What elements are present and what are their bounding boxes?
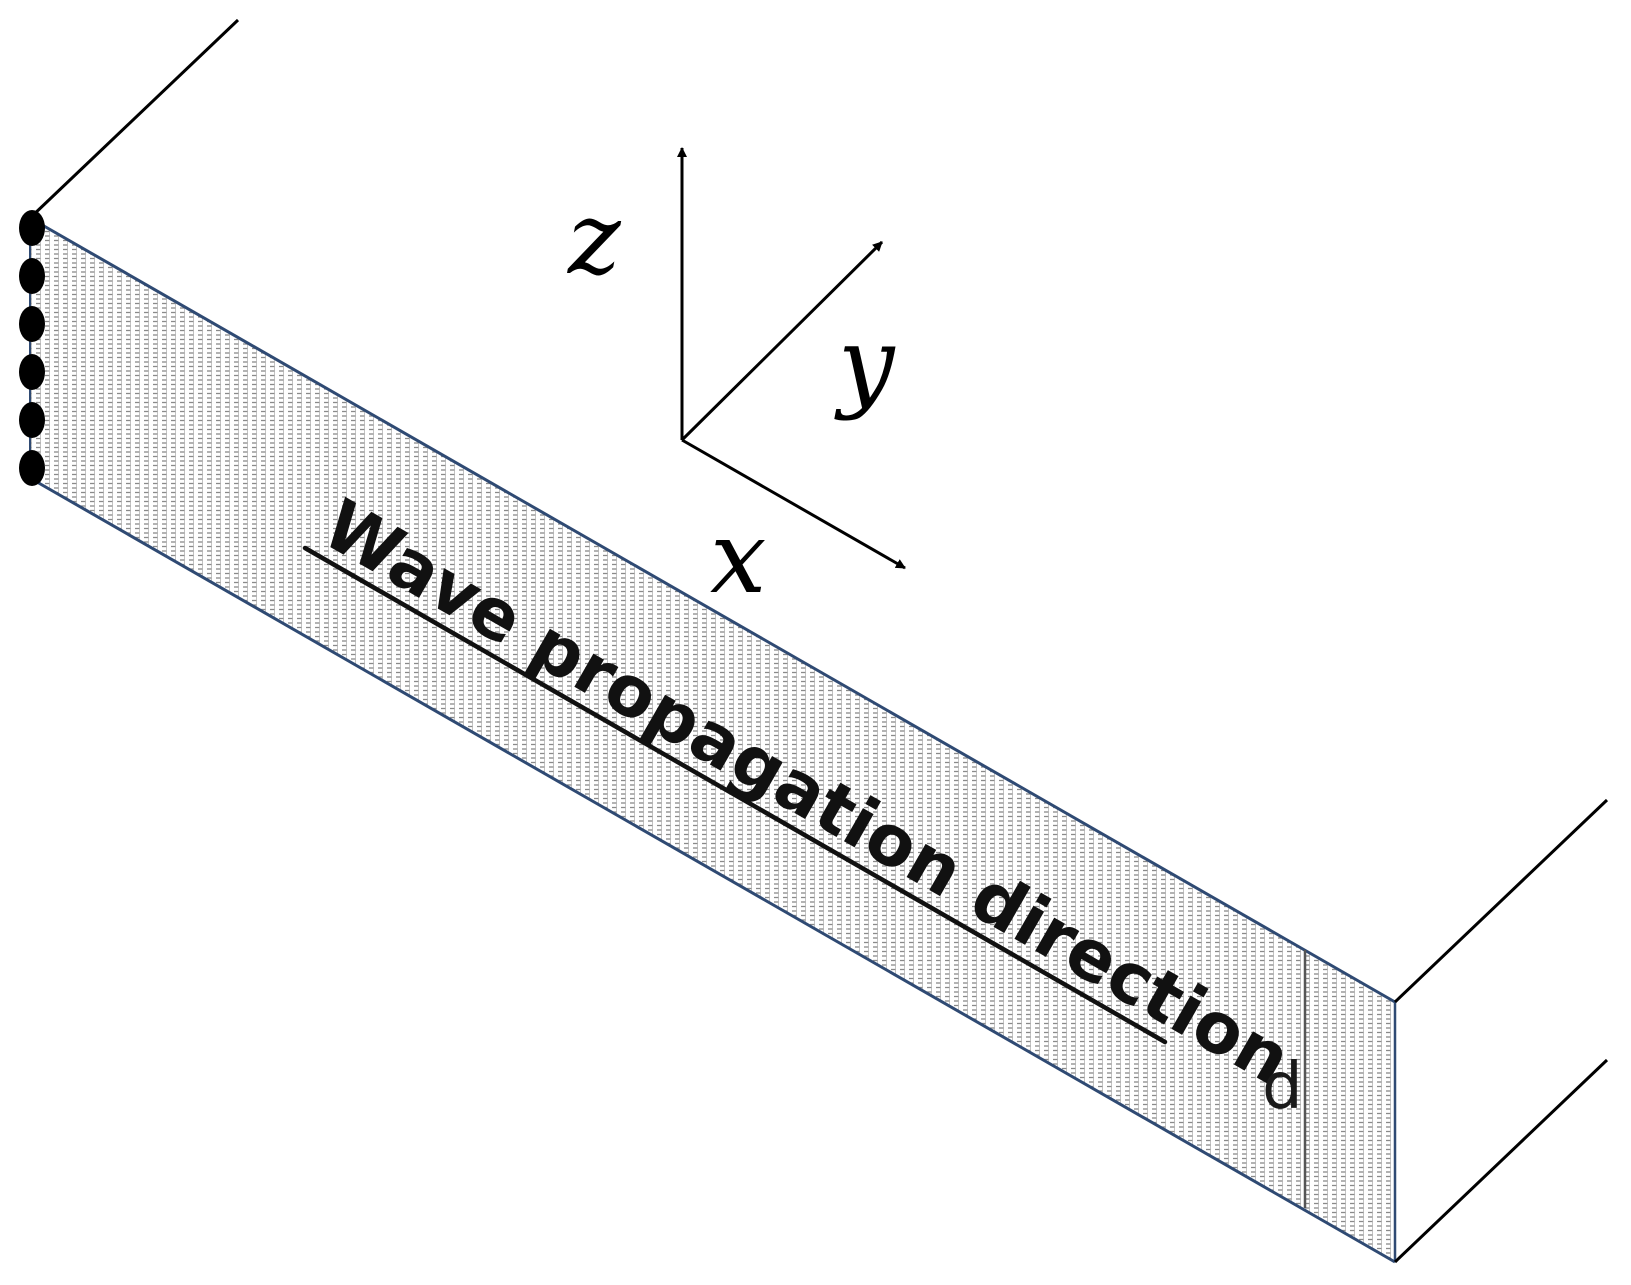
exciter-dot — [19, 354, 45, 390]
axis-y-label: y — [834, 305, 896, 422]
exciter-dot — [19, 210, 45, 246]
y-axis-arrow — [680, 240, 884, 442]
exciter-dot — [19, 306, 45, 342]
axis-x-label: x — [710, 499, 766, 616]
exciter-dots — [19, 210, 45, 486]
slab-back-edge-bottom-right — [1393, 1058, 1609, 1264]
plate-bottom-edge — [29, 476, 1396, 1264]
slab-back-edge-top-left — [28, 18, 240, 220]
exciter-dot — [19, 402, 45, 438]
exciter-dot — [19, 450, 45, 486]
plate-front-face — [30, 218, 1395, 1262]
thickness-label: d — [1262, 1050, 1303, 1124]
axis-z-label: z — [567, 180, 622, 297]
x-axis-arrow — [681, 438, 906, 570]
exciter-dot — [19, 258, 45, 294]
slab-back-edge-top-right — [1393, 798, 1609, 1004]
propagation-label: Wave propagation direction — [310, 484, 1305, 1102]
propagation-arrow-line — [302, 545, 1168, 1045]
plate-top-edge — [29, 216, 1396, 1004]
